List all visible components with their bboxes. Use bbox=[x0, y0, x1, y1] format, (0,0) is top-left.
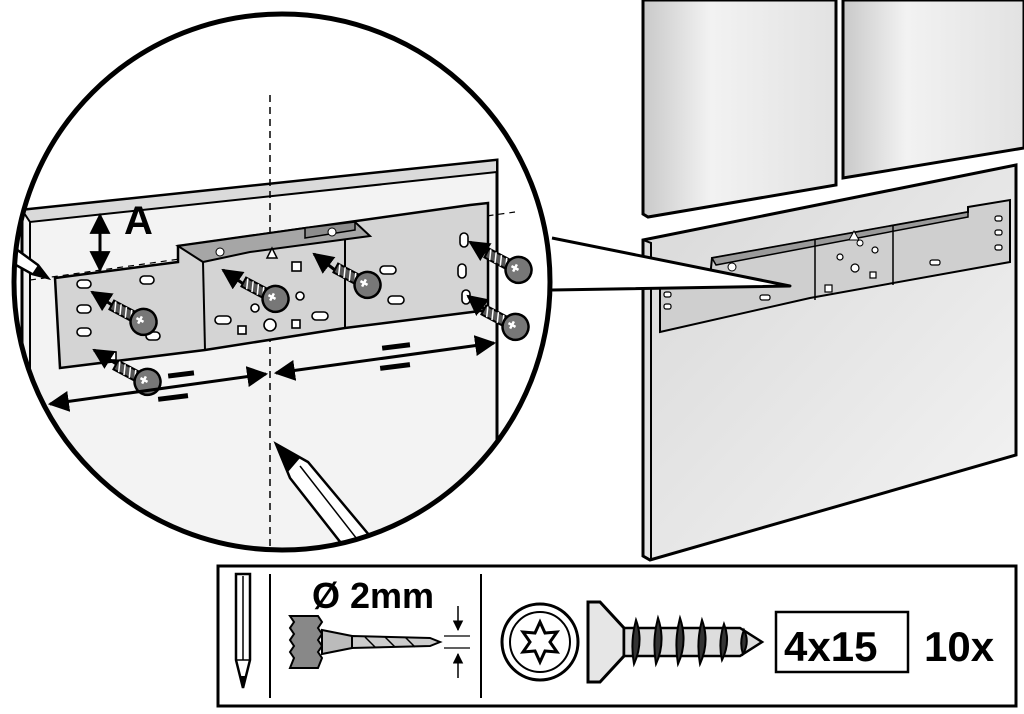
dimension-arrows bbox=[47, 212, 497, 412]
appliance-overview bbox=[641, 0, 1024, 562]
screw-size-box bbox=[774, 610, 910, 674]
upper-right-door bbox=[841, 0, 1024, 180]
quantity-label: 10x bbox=[924, 623, 995, 670]
upper-left-door bbox=[641, 0, 838, 219]
torx-bit-icon bbox=[500, 602, 580, 682]
screws bbox=[108, 247, 533, 397]
equal-marks bbox=[157, 342, 411, 402]
screw-size-label: 4x15 bbox=[784, 623, 877, 670]
magnifier-ring bbox=[11, 11, 553, 553]
magnified-detail: A bbox=[11, 11, 553, 553]
callout-wedge bbox=[551, 236, 792, 292]
tools-bar: Ø 2mm bbox=[216, 564, 1018, 708]
mounted-bracket-small bbox=[659, 198, 1011, 334]
pencil-icon bbox=[234, 572, 252, 689]
pencil-icon-left bbox=[14, 228, 52, 281]
dimension-label-a: A bbox=[124, 199, 153, 243]
screw-icon bbox=[586, 600, 765, 684]
drill-bit-icon bbox=[288, 606, 470, 678]
drill-size-label: Ø 2mm bbox=[312, 575, 434, 616]
